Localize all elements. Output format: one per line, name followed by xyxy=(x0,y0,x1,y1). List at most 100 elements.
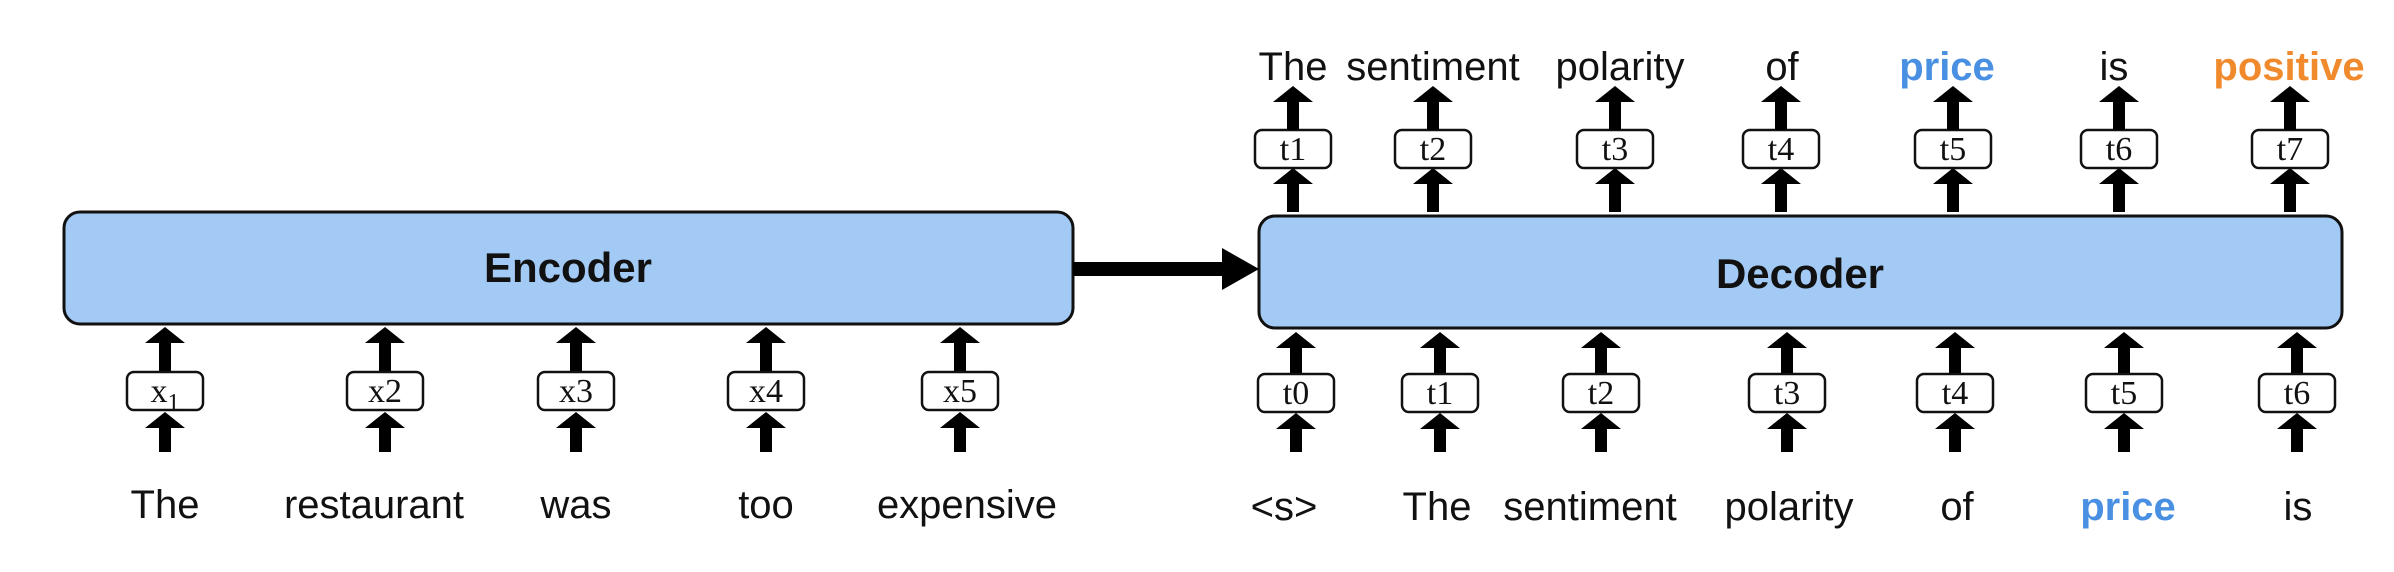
decoder-input-token-label: t5 xyxy=(2111,375,2137,412)
decoder-output-arrow-bottom xyxy=(1413,168,1453,212)
encoder-input-arrow-bottom xyxy=(365,412,405,452)
encoder-input-token: x5 xyxy=(920,370,1000,412)
decoder-block xyxy=(1257,214,2344,330)
decoder-output-arrow-top xyxy=(1595,86,1635,130)
decoder-output-token: t1 xyxy=(1253,128,1333,170)
encoder-input-token: x2 xyxy=(345,370,425,412)
decoder-outputs: t1 t2 t3 t4 t5 t6 t7 xyxy=(1253,86,2330,212)
decoder-output-token: t2 xyxy=(1393,128,1473,170)
decoder-input-arrow-top xyxy=(2277,332,2317,377)
encoder-input-arrow-bottom xyxy=(145,412,185,452)
encoder-input-word: restaurant xyxy=(284,483,464,527)
decoder-input-arrow-bottom xyxy=(1420,413,1460,452)
decoder-input-word: <s> xyxy=(1251,485,1318,529)
decoder-output-arrow-bottom xyxy=(1595,168,1635,212)
decoder-output-token-label: t6 xyxy=(2106,131,2132,168)
decoder-input-token: t2 xyxy=(1561,372,1641,414)
encoder-input-arrow-top xyxy=(145,327,185,375)
decoder-input-arrow-bottom xyxy=(1276,413,1316,452)
decoder-input-arrow-top xyxy=(1581,332,1621,377)
decoder-input-arrow-top xyxy=(2104,332,2144,377)
output-word: is xyxy=(2100,45,2129,89)
decoder-output-token-label: t1 xyxy=(1280,131,1306,168)
encoder-input-token-label: x5 xyxy=(943,373,977,410)
encoder-input-token-label: x2 xyxy=(368,373,402,410)
output-word: sentiment xyxy=(1346,45,1519,89)
decoder-input-token: t1 xyxy=(1400,372,1480,414)
decoder-input-token-label: t0 xyxy=(1283,375,1309,412)
encoder-input-token: x4 xyxy=(726,370,806,412)
encoder-input-word: was xyxy=(539,483,611,527)
decoder-input-arrow-bottom xyxy=(1935,413,1975,452)
decoder-input-token: t3 xyxy=(1747,372,1827,414)
decoder-output-arrow-bottom xyxy=(1933,168,1973,212)
decoder-output-arrow-bottom xyxy=(1761,168,1801,212)
decoder-output-arrow-top xyxy=(1413,86,1453,130)
decoder-input-word: is xyxy=(2284,485,2313,529)
encoder-input-arrow-bottom xyxy=(556,412,596,452)
decoder-input-arrow-top xyxy=(1935,332,1975,377)
decoder-output-arrow-top xyxy=(2270,86,2310,130)
decoder-output-token: t3 xyxy=(1575,128,1655,170)
decoder-input-word: The xyxy=(1403,485,1472,529)
encoder-input-word: too xyxy=(738,483,794,527)
decoder-label: Decoder xyxy=(1716,250,1884,297)
decoder-input-token: t5 xyxy=(2084,372,2164,414)
decoder-input-token-label: t3 xyxy=(1774,375,1800,412)
encoder-to-decoder-arrow xyxy=(1073,248,1259,290)
decoder-output-arrow-bottom xyxy=(1273,168,1313,212)
decoder-input-word: sentiment xyxy=(1503,485,1676,529)
output-word: price xyxy=(1899,45,1995,89)
decoder-input-word: polarity xyxy=(1725,485,1854,529)
decoder-output-token-label: t4 xyxy=(1768,131,1794,168)
encoder-input-arrow-top xyxy=(556,327,596,375)
encoder-input-token-label: x4 xyxy=(749,373,783,410)
decoder-output-token: t5 xyxy=(1913,128,1993,170)
decoder-input-arrow-bottom xyxy=(2277,413,2317,452)
encoder-input-token: x1 xyxy=(125,370,205,416)
output-word: The xyxy=(1259,45,1328,89)
decoder-output-arrow-top xyxy=(1761,86,1801,130)
decoder-input-token-label: t6 xyxy=(2284,375,2310,412)
decoder-output-token: t4 xyxy=(1741,128,1821,170)
decoder-input-token-label: t2 xyxy=(1588,375,1614,412)
encoder-input-word: expensive xyxy=(877,483,1057,527)
decoder-input-word: of xyxy=(1940,485,1974,529)
decoder-output-token-label: t5 xyxy=(1940,131,1966,168)
decoder-output-token: t7 xyxy=(2250,128,2330,170)
encoder-label: Encoder xyxy=(484,244,652,291)
encoder-input-arrow-bottom xyxy=(940,412,980,452)
encoder-input-word: The xyxy=(131,483,200,527)
encoder-input-token-label: x3 xyxy=(559,373,593,410)
decoder-input-token: t0 xyxy=(1256,372,1336,414)
decoder-output-arrow-bottom xyxy=(2099,168,2139,212)
output-word: positive xyxy=(2213,45,2364,89)
decoder-input-arrow-bottom xyxy=(2104,413,2144,452)
decoder-input-token: t4 xyxy=(1915,372,1995,414)
decoder-output-token-label: t3 xyxy=(1602,131,1628,168)
decoder-input-token-label: t1 xyxy=(1427,375,1453,412)
decoder-input-token: t6 xyxy=(2257,372,2337,414)
encoder-input-token-label: x1 xyxy=(151,373,180,416)
decoder-output-token-label: t7 xyxy=(2277,131,2303,168)
encoder-input-arrow-bottom xyxy=(746,412,786,452)
decoder-output-arrow-top xyxy=(1933,86,1973,130)
decoder-output-arrow-top xyxy=(1273,86,1313,130)
decoder-input-arrow-bottom xyxy=(1581,413,1621,452)
decoder-input-arrow-top xyxy=(1420,332,1460,377)
decoder-output-token-label: t2 xyxy=(1420,131,1446,168)
decoder-input-token-label: t4 xyxy=(1942,375,1968,412)
encoder-input-arrow-top xyxy=(746,327,786,375)
decoder-input-word: price xyxy=(2080,485,2176,529)
encoder-input-token: x3 xyxy=(536,370,616,412)
encoder-input-arrow-top xyxy=(365,327,405,375)
decoder-input-arrow-bottom xyxy=(1767,413,1807,452)
decoder-input-arrow-top xyxy=(1276,332,1316,377)
decoder-output-token: t6 xyxy=(2079,128,2159,170)
decoder-output-arrow-top xyxy=(2099,86,2139,130)
encoder-input-arrow-top xyxy=(940,327,980,375)
